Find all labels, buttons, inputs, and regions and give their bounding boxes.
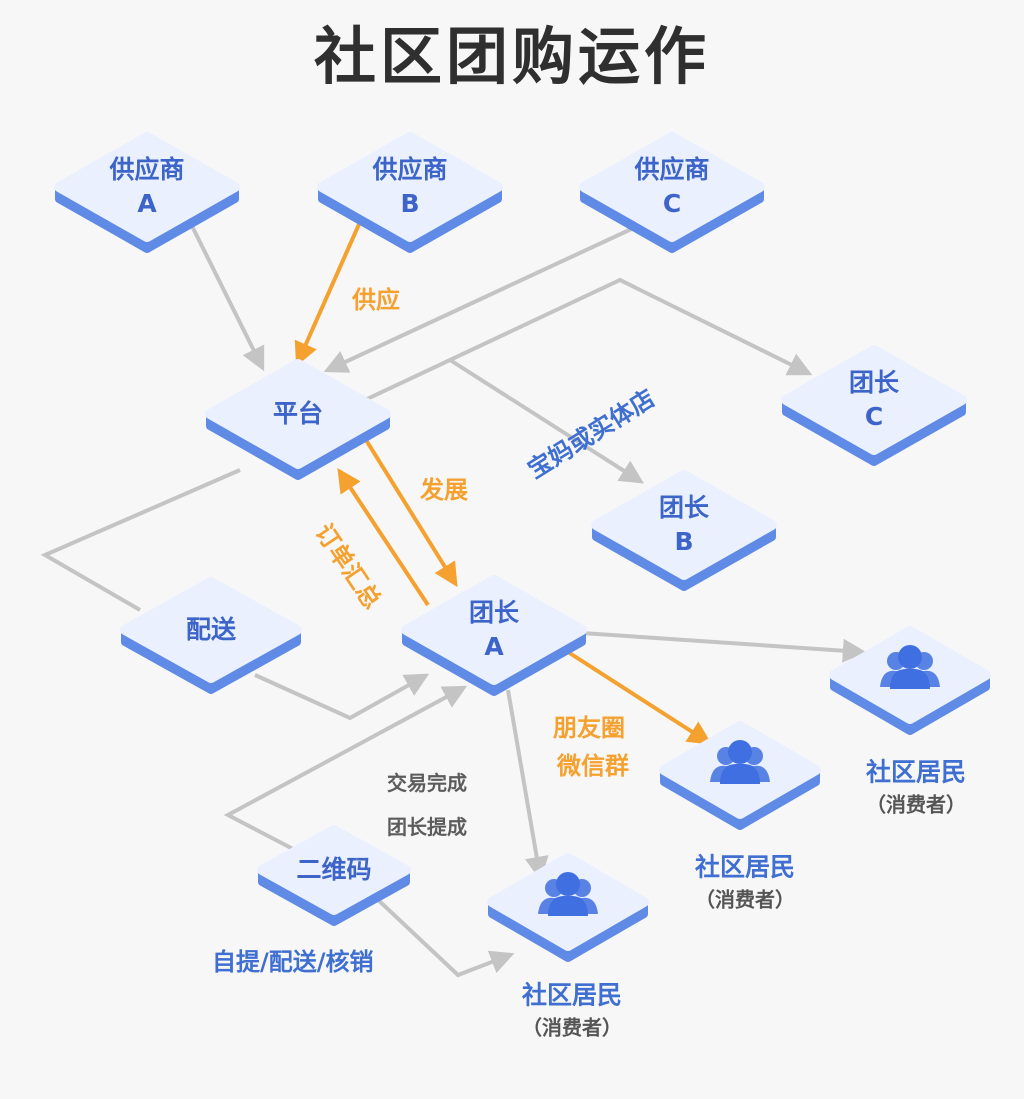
- edge-supplier-c-platform: [323, 223, 641, 373]
- edge-platform-leader-c: [364, 277, 813, 402]
- label-supply: 供应: [352, 286, 400, 314]
- edge-platform-leader-b: [448, 358, 645, 484]
- node-label: 配送: [185, 615, 236, 644]
- resident-name: 社区居民: [865, 757, 967, 787]
- node-sublabel: B: [400, 189, 420, 218]
- edge-leader-a-resident-bottom: [506, 689, 549, 881]
- edge-supplier-a-platform: [188, 221, 265, 372]
- edge-qrcode-leader-a: [223, 685, 468, 852]
- resident-right: 社区居民 （消费者）: [866, 753, 966, 818]
- label-develop: 发展: [420, 476, 468, 504]
- node-label: 供应商: [372, 155, 448, 184]
- resident-bottom: 社区居民 （消费者）: [522, 976, 622, 1041]
- node-platform: 平台: [218, 397, 378, 431]
- users-icon: [710, 740, 770, 784]
- node-sublabel: A: [484, 632, 504, 661]
- tile-leader-c: [781, 345, 967, 466]
- edge-delivery-leader-a: [254, 673, 430, 721]
- node-label: 供应商: [109, 155, 185, 184]
- node-label: 供应商: [634, 155, 710, 184]
- label-wechat-group: 微信群: [557, 752, 629, 780]
- node-qrcode: 二维码: [254, 853, 414, 887]
- resident-name: 社区居民: [521, 980, 623, 1010]
- orange-connectors: [294, 221, 713, 745]
- node-leader-b: 团长 B: [604, 491, 764, 559]
- tile-qrcode: [257, 825, 411, 926]
- edge-qrcode-resident: [373, 895, 515, 978]
- gray-connectors: [40, 221, 867, 978]
- node-label: 二维码: [296, 855, 372, 884]
- edge-platform-leader-a: [364, 438, 458, 588]
- node-label: 团长: [468, 598, 519, 627]
- resident-sub: （消费者）: [694, 887, 795, 912]
- edge-leader-a-resident-middle: [566, 650, 713, 745]
- resident-name: 社区居民: [694, 852, 796, 882]
- node-label: 团长: [848, 368, 899, 397]
- label-friends-circle: 朋友圈: [553, 714, 625, 742]
- resident-middle: 社区居民 （消费者）: [695, 848, 795, 913]
- users-icon: [880, 645, 940, 689]
- tile-resident-middle: [659, 721, 821, 830]
- edge-supplier-b-platform: [294, 221, 362, 367]
- node-delivery: 配送: [131, 613, 291, 647]
- tile-leader-a: [401, 575, 587, 696]
- node-sublabel: C: [662, 189, 682, 218]
- resident-sub: （消费者）: [865, 792, 966, 817]
- label-pickup-methods: 自提/配送/核销: [212, 948, 374, 976]
- edge-platform-delivery: [40, 468, 241, 612]
- users-icon: [538, 872, 598, 916]
- page-title: 社区团购运作: [313, 20, 710, 93]
- label-leader-commission: 团长提成: [387, 815, 467, 839]
- tile-resident-bottom: [487, 853, 649, 962]
- tile-supplier-b: [317, 132, 503, 253]
- node-leader-c: 团长 C: [794, 366, 954, 434]
- node-supplier-b: 供应商 B: [330, 153, 490, 221]
- node-supplier-a: 供应商 A: [67, 153, 227, 221]
- node-sublabel: A: [137, 189, 157, 218]
- node-label: 团长: [658, 493, 709, 522]
- node-sublabel: B: [674, 527, 694, 556]
- node-supplier-c: 供应商 C: [592, 153, 752, 221]
- tile-delivery: [120, 577, 302, 694]
- edge-leader-a-platform: [337, 467, 430, 607]
- edge-leader-a-resident-right: [581, 631, 867, 663]
- tile-supplier-c: [579, 132, 765, 253]
- node-sublabel: C: [864, 402, 884, 431]
- tile-leader-b: [591, 470, 777, 591]
- resident-sub: （消费者）: [521, 1015, 622, 1040]
- label-trade-done: 交易完成: [387, 771, 467, 795]
- tile-platform: [205, 359, 391, 480]
- node-leader-a: 团长 A: [414, 596, 574, 664]
- tile-supplier-a: [54, 132, 240, 253]
- node-label: 平台: [272, 399, 323, 428]
- tile-resident-right: [829, 626, 991, 735]
